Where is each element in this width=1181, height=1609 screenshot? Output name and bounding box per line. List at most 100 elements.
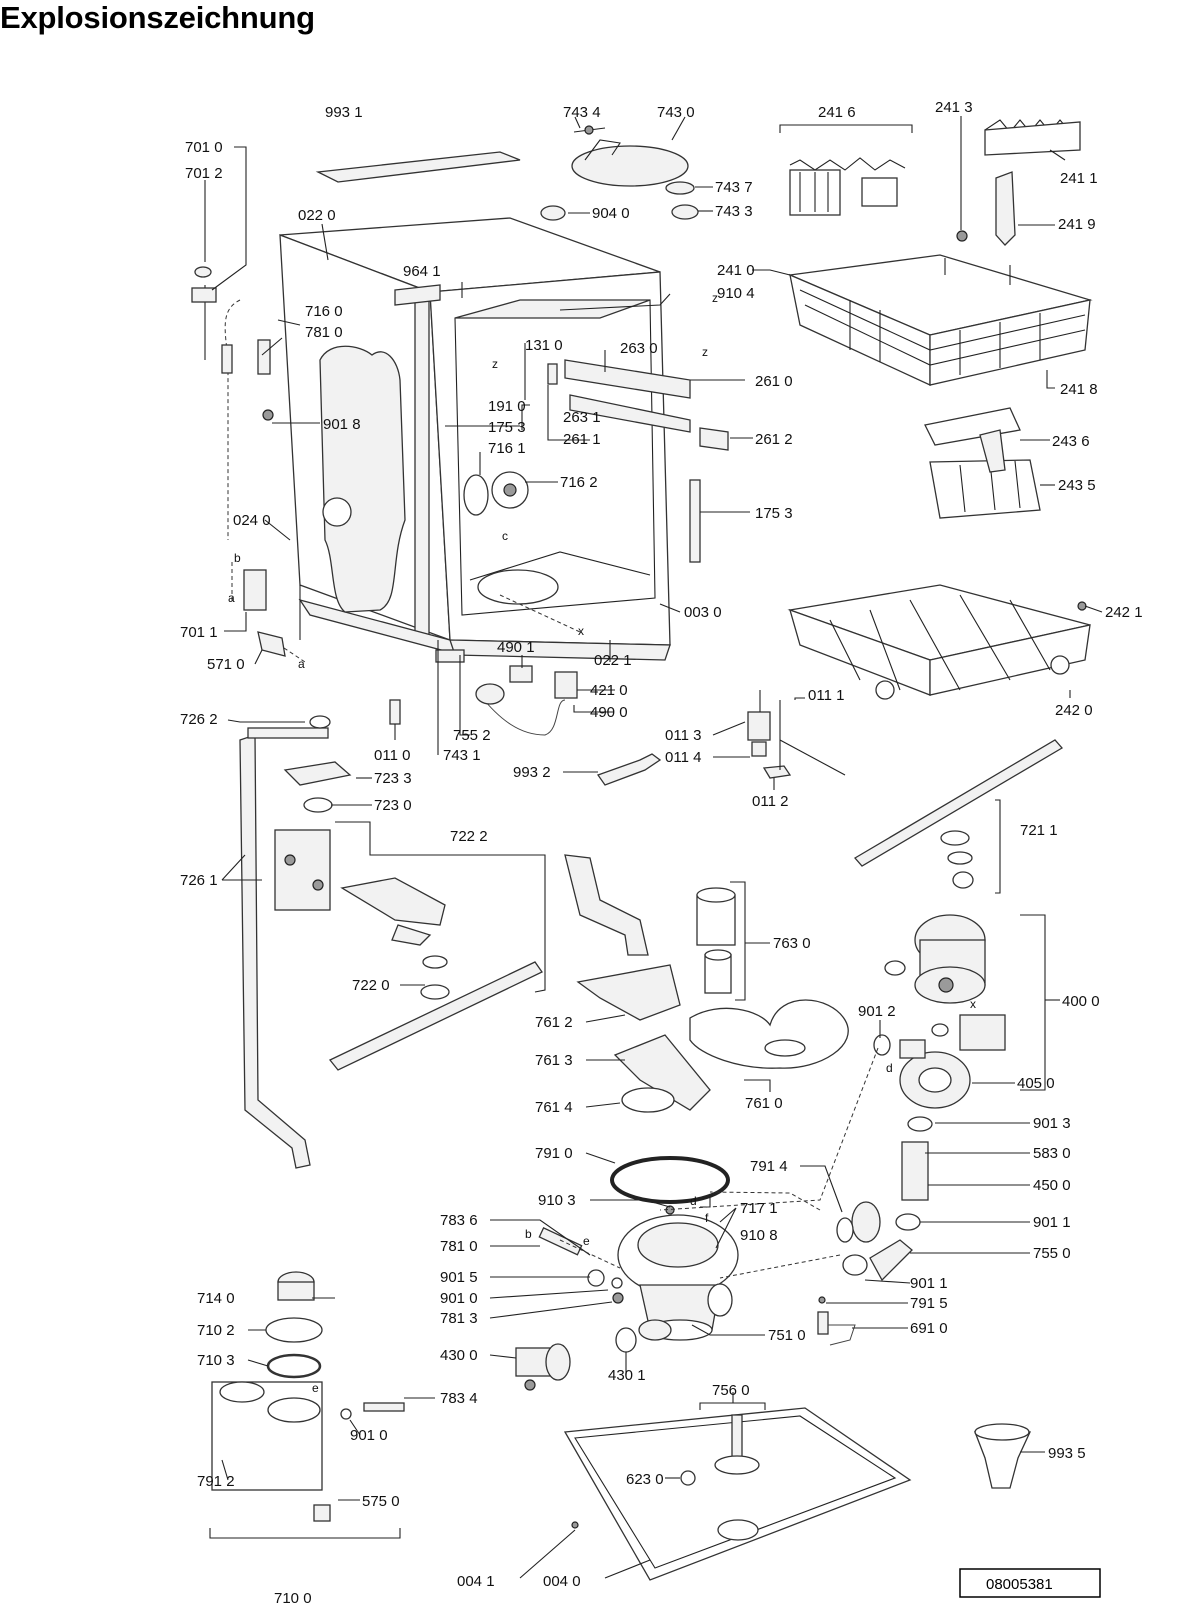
callout-241-0: 241 0 bbox=[717, 262, 755, 279]
part-circulation-pump bbox=[884, 914, 1006, 1051]
part-sump-duct bbox=[564, 854, 649, 956]
callout-901-2: 901 2 bbox=[858, 1003, 896, 1020]
part-lower-basket bbox=[787, 584, 1091, 700]
part-spray-arm-lower bbox=[328, 877, 543, 1071]
callout-761-0: 761 0 bbox=[745, 1095, 783, 1112]
callout-716-2: 716 2 bbox=[560, 474, 598, 491]
callout-242-0: 242 0 bbox=[1055, 702, 1093, 719]
callout-450-0: 450 0 bbox=[1033, 1177, 1071, 1194]
callout-263-1: 263 1 bbox=[563, 409, 601, 426]
callout-901-8: 901 8 bbox=[323, 416, 361, 433]
part-hinge-plate bbox=[571, 125, 699, 220]
callout-755-2: 755 2 bbox=[453, 727, 491, 744]
callout-131-0: 131 0 bbox=[525, 337, 563, 354]
callout-691-0: 691 0 bbox=[910, 1320, 948, 1337]
callout-910-3: 910 3 bbox=[538, 1192, 576, 1209]
callout-242-1: 242 1 bbox=[1105, 604, 1143, 621]
callout-710-0: 710 0 bbox=[274, 1590, 312, 1607]
part-feet-011 bbox=[389, 690, 846, 779]
callout-783-4: 783 4 bbox=[440, 1390, 478, 1407]
callout-722-2: 722 2 bbox=[450, 828, 488, 845]
letter-a: a bbox=[228, 591, 235, 605]
callout-labels: 993 1 743 4 743 0 241 6 241 3 701 0 701 … bbox=[180, 99, 1143, 1607]
letter-a: a bbox=[298, 657, 305, 671]
callout-964-1: 964 1 bbox=[403, 263, 441, 280]
part-level-sensor-691 bbox=[817, 1296, 856, 1346]
callout-901-3: 901 3 bbox=[1033, 1115, 1071, 1132]
callout-241-8: 241 8 bbox=[1060, 381, 1098, 398]
callout-743-0: 743 0 bbox=[657, 104, 695, 121]
callout-781-3: 781 3 bbox=[440, 1310, 478, 1327]
part-rack-insert-241-6 bbox=[789, 157, 906, 216]
part-wrench-993 bbox=[596, 753, 662, 786]
letter-z: z bbox=[702, 345, 708, 359]
letter-z: z bbox=[712, 291, 718, 305]
part-electronics-490 bbox=[435, 649, 578, 736]
callout-011-2: 011 2 bbox=[752, 793, 788, 810]
letter-x: x bbox=[578, 624, 584, 638]
drawing-number: 08005381 bbox=[986, 1576, 1053, 1593]
callout-901-5: 901 5 bbox=[440, 1269, 478, 1286]
part-valve-430 bbox=[515, 1343, 571, 1391]
callout-901-1b: 901 1 bbox=[910, 1275, 948, 1292]
callout-490-0: 490 0 bbox=[590, 704, 628, 721]
letter-e: e bbox=[312, 1381, 319, 1395]
callout-716-1: 716 1 bbox=[488, 440, 526, 457]
part-side-rail bbox=[689, 479, 701, 563]
callout-011-0: 011 0 bbox=[374, 747, 410, 764]
part-filter-763 bbox=[696, 887, 736, 994]
callout-175-3a: 175 3 bbox=[488, 419, 526, 436]
connection-letters: b a a z z z c x x d d e e b f bbox=[228, 291, 976, 1395]
part-water-duct bbox=[239, 715, 352, 1169]
callout-726-2: 726 2 bbox=[180, 711, 218, 728]
callout-710-3: 710 3 bbox=[197, 1352, 235, 1369]
callout-781-0a: 781 0 bbox=[305, 324, 343, 341]
callout-722-0: 722 0 bbox=[352, 977, 390, 994]
callout-261-1: 261 1 bbox=[563, 431, 601, 448]
callout-791-2: 791 2 bbox=[197, 1473, 235, 1490]
callout-756-0: 756 0 bbox=[712, 1382, 750, 1399]
part-upper-basket bbox=[787, 254, 1093, 387]
callout-714-0: 714 0 bbox=[197, 1290, 235, 1307]
callout-583-0: 583 0 bbox=[1033, 1145, 1071, 1162]
callout-761-4: 761 4 bbox=[535, 1099, 573, 1116]
page-title: Explosionszeichnung bbox=[0, 0, 315, 35]
callout-791-5: 791 5 bbox=[910, 1295, 948, 1312]
callout-751-0: 751 0 bbox=[768, 1327, 806, 1344]
connection-lines bbox=[231, 562, 879, 1279]
callout-743-4: 743 4 bbox=[563, 104, 601, 121]
callout-993-1: 993 1 bbox=[325, 104, 363, 121]
callout-400-0: 400 0 bbox=[1062, 993, 1100, 1010]
callout-783-6: 783 6 bbox=[440, 1212, 478, 1229]
letter-d: d bbox=[690, 1194, 697, 1208]
callout-716-0: 716 0 bbox=[305, 303, 343, 320]
callout-430-0: 430 0 bbox=[440, 1347, 478, 1364]
part-base-plate bbox=[563, 1407, 912, 1581]
callout-755-0: 755 0 bbox=[1033, 1245, 1071, 1262]
callout-701-1: 701 1 bbox=[180, 624, 218, 641]
callout-003-0: 003 0 bbox=[684, 604, 722, 621]
part-cup-rack-241-1 bbox=[984, 119, 1081, 156]
callout-243-6: 243 6 bbox=[1052, 433, 1090, 450]
callout-011-3: 011 3 bbox=[665, 727, 701, 744]
part-fitting-783-6 bbox=[538, 1227, 624, 1304]
callout-243-5: 243 5 bbox=[1058, 477, 1096, 494]
callout-743-7: 743 7 bbox=[715, 179, 753, 196]
callout-261-2: 261 2 bbox=[755, 431, 793, 448]
callout-261-0: 261 0 bbox=[755, 373, 793, 390]
part-plug-904 bbox=[540, 205, 566, 221]
part-sprayer-hub-716 bbox=[463, 471, 529, 516]
part-funnel-993-5 bbox=[974, 1423, 1032, 1489]
callout-743-1: 743 1 bbox=[443, 747, 481, 764]
letter-e: e bbox=[583, 1234, 590, 1248]
letter-d: d bbox=[886, 1061, 893, 1075]
part-salt-container bbox=[211, 1271, 405, 1522]
callout-022-0: 022 0 bbox=[298, 207, 336, 224]
part-spray-arm-upper bbox=[853, 739, 1064, 889]
callout-710-2: 710 2 bbox=[197, 1322, 235, 1339]
callout-763-0: 763 0 bbox=[773, 935, 811, 952]
part-pump-housing-405 bbox=[873, 1034, 971, 1109]
part-rails-261 bbox=[547, 359, 729, 451]
drawing-number-box: 08005381 bbox=[959, 1568, 1101, 1598]
callout-024-0: 024 0 bbox=[233, 512, 271, 529]
